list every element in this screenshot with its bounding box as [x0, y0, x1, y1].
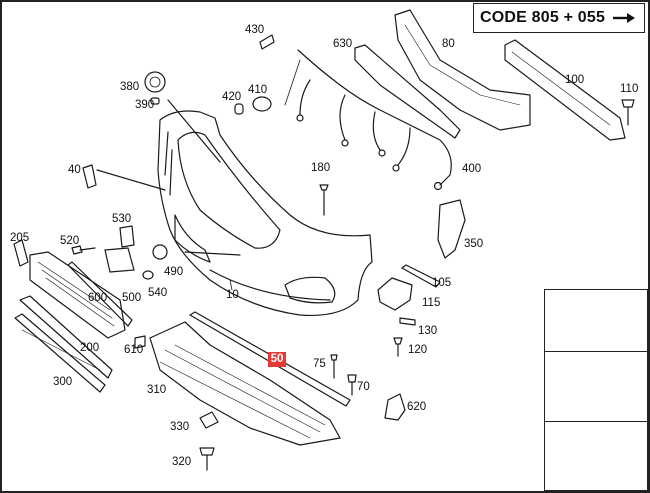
part-label-50[interactable]: 50	[270, 353, 284, 365]
bumper-cover-shape	[157, 110, 373, 317]
part-label-180[interactable]: 180	[311, 162, 330, 174]
part-label-75[interactable]: 75	[313, 358, 326, 370]
stud-75-shape	[330, 354, 338, 379]
part-label-400[interactable]: 400	[462, 163, 481, 175]
part-label-300[interactable]: 300	[53, 376, 72, 388]
part-label-40[interactable]: 40	[68, 164, 81, 176]
bolt-180-shape	[319, 184, 329, 216]
part-label-630[interactable]: 630	[333, 38, 352, 50]
part-label-620[interactable]: 620	[407, 401, 426, 413]
part-label-520[interactable]: 520	[60, 235, 79, 247]
clip-610-shape	[134, 335, 146, 349]
inset-divider	[545, 421, 647, 422]
part-label-115[interactable]: 115	[422, 297, 440, 309]
part-label-100[interactable]: 100	[565, 74, 584, 86]
part-label-380[interactable]: 380	[120, 81, 139, 93]
part-label-50-highlight[interactable]: 50	[268, 352, 286, 367]
bumper-side-edge	[164, 131, 173, 196]
part-label-390[interactable]: 390	[135, 99, 154, 111]
bracket-620-shape	[384, 393, 406, 421]
part-label-430[interactable]: 430	[245, 24, 264, 36]
clip-390-shape	[150, 97, 160, 105]
emblem-380-shape	[144, 71, 166, 93]
grille-600-shape	[29, 251, 126, 339]
part-label-330[interactable]: 330	[170, 421, 189, 433]
clip-540-shape	[142, 270, 154, 280]
part-label-105[interactable]: 105	[432, 277, 451, 289]
sensor-490-shape	[152, 244, 168, 260]
sensor-410-shape	[252, 96, 272, 112]
bracket-115-shape	[377, 277, 413, 311]
bumper-fog-recess	[284, 276, 336, 304]
grille-300-shape	[14, 313, 106, 393]
trim-500-shape	[67, 261, 133, 327]
grille-200-shape	[19, 295, 113, 379]
leader-40	[96, 169, 166, 191]
bumper-grille-opening	[177, 131, 281, 249]
screw-520-shape	[71, 245, 96, 255]
underguard-310-shape	[149, 321, 341, 446]
clip-40-shape	[82, 164, 97, 189]
part-label-420[interactable]: 420	[222, 91, 241, 103]
part-label-530[interactable]: 530	[112, 213, 131, 225]
screw-120-shape	[393, 337, 403, 357]
part-label-540[interactable]: 540	[148, 287, 167, 299]
leader-380	[167, 99, 221, 163]
clip-130-shape	[399, 317, 416, 326]
leader-490	[184, 251, 241, 256]
part-label-610[interactable]: 610	[124, 344, 143, 356]
part-label-120[interactable]: 120	[408, 344, 427, 356]
clip-430-shape	[259, 34, 275, 50]
part-label-600[interactable]: 600	[88, 292, 107, 304]
code-box: CODE 805 + 055	[473, 3, 645, 33]
ring-420-shape	[234, 103, 244, 115]
bracket-630-shape	[354, 44, 461, 139]
part-label-80[interactable]: 80	[442, 38, 455, 50]
bumper-lower-lip	[209, 269, 331, 301]
part-label-500[interactable]: 500	[122, 292, 141, 304]
absorber-100-shape	[504, 39, 626, 141]
inset-divider	[545, 351, 647, 352]
plate-530b-shape	[104, 247, 135, 273]
crossmember-80-shape	[394, 9, 531, 131]
clip-330-shape	[199, 411, 219, 429]
part-label-310[interactable]: 310	[147, 384, 166, 396]
part-label-205[interactable]: 205	[10, 232, 29, 244]
part-label-10[interactable]: 10	[226, 289, 239, 301]
bolt-110-shape	[621, 99, 635, 126]
part-label-350[interactable]: 350	[464, 238, 483, 250]
strip-105-shape	[401, 264, 441, 288]
strip-50-shape	[189, 311, 351, 407]
bracket-350-shape	[437, 199, 466, 259]
part-label-130[interactable]: 130	[418, 325, 437, 337]
variant-inset-panel	[544, 289, 648, 491]
code-label: CODE 805 + 055	[480, 9, 606, 26]
part-label-110[interactable]: 110	[620, 83, 638, 95]
right-arrow-icon	[613, 13, 635, 23]
harness-400-shape	[297, 49, 452, 186]
bracket-530-shape	[119, 225, 135, 248]
part-label-490[interactable]: 490	[164, 266, 183, 278]
strip-205-shape	[13, 239, 29, 267]
clip-70-shape	[347, 374, 357, 396]
screw-320-shape	[199, 447, 215, 471]
part-label-200[interactable]: 200	[80, 342, 99, 354]
part-label-410[interactable]: 410	[248, 84, 267, 96]
part-label-70[interactable]: 70	[357, 381, 370, 393]
part-label-320[interactable]: 320	[172, 456, 191, 468]
bumper-left-vent	[174, 214, 211, 263]
